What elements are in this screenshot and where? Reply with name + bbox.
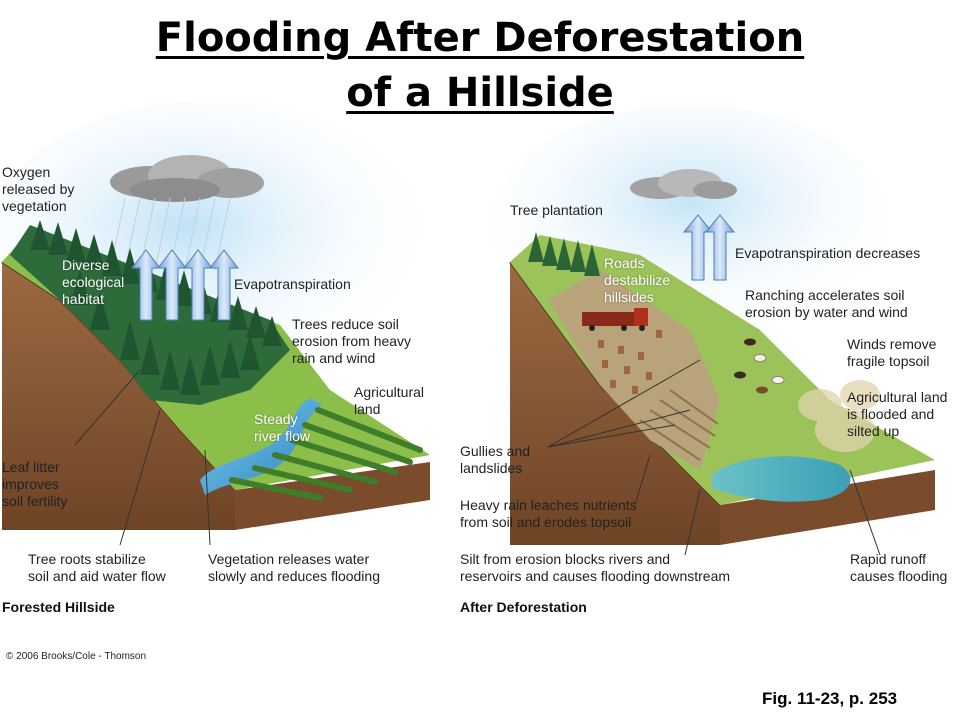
label-heavy-rain: Heavy rain leaches nutrients from soil a… bbox=[460, 497, 637, 530]
soil-cross-section bbox=[2, 262, 235, 530]
label-agricultural-land: Agricultural land bbox=[354, 384, 425, 417]
label-agricultural-land-flooded: Agricultural land is flooded and silted … bbox=[847, 389, 948, 439]
caption-after-deforestation: After Deforestation bbox=[460, 599, 587, 615]
soil-front-face bbox=[235, 462, 430, 530]
label-roads-destabilize: Roads destabilize hillsides bbox=[604, 255, 671, 305]
flood-water bbox=[712, 456, 851, 502]
copyright-notice: © 2006 Brooks/Cole - Thomson bbox=[6, 651, 147, 662]
title-line-2: of a Hillside bbox=[346, 70, 614, 116]
label-evapotranspiration-decreases: Evapotranspiration decreases bbox=[735, 245, 921, 261]
label-evapotranspiration: Evapotranspiration bbox=[234, 276, 351, 292]
tree-stumps bbox=[598, 330, 662, 394]
rain-cloud-icon bbox=[110, 155, 264, 202]
cattle-icons bbox=[734, 338, 785, 394]
logging-truck-icon bbox=[582, 308, 648, 331]
dust-cloud bbox=[798, 380, 880, 452]
small-cloud-icon bbox=[630, 169, 737, 199]
evapotranspiration-arrows-icon bbox=[130, 249, 240, 321]
caption-forested-hillside: Forested Hillside bbox=[2, 599, 115, 615]
after-deforestation-scene bbox=[490, 105, 935, 556]
agricultural-crop-rows bbox=[229, 407, 423, 501]
gully-lines bbox=[639, 389, 719, 461]
soil-front-face bbox=[720, 470, 935, 545]
evapotranspiration-arrows-icon bbox=[682, 214, 736, 281]
label-gullies-landslides: Gullies and landslides bbox=[460, 443, 531, 476]
label-vegetation-releases: Vegetation releases water slowly and red… bbox=[208, 551, 380, 584]
label-tree-plantation: Tree plantation bbox=[510, 202, 603, 218]
forested-hillside-scene bbox=[0, 100, 430, 546]
tree-plantation-trees bbox=[528, 232, 600, 276]
label-diverse-habitat: Diverse ecological habitat bbox=[62, 257, 125, 307]
leader-lines-right bbox=[547, 359, 881, 556]
label-steady-river-flow: Steady river flow bbox=[254, 411, 311, 444]
label-ranching: Ranching accelerates soil erosion by wat… bbox=[745, 287, 908, 320]
label-silt-erosion: Silt from erosion blocks rivers and rese… bbox=[460, 551, 731, 584]
label-tree-roots: Tree roots stabilize soil and aid water … bbox=[28, 551, 166, 584]
label-leaf-litter: Leaf litter improves soil fertility bbox=[2, 459, 68, 509]
soil-cross-section bbox=[510, 262, 720, 545]
label-trees-reduce-erosion: Trees reduce soil erosion from heavy rai… bbox=[292, 316, 412, 366]
label-winds-remove-topsoil: Winds remove fragile topsoil bbox=[847, 336, 937, 369]
leader-lines-left bbox=[74, 369, 211, 546]
river bbox=[200, 398, 322, 495]
label-rapid-runoff: Rapid runoff causes flooding bbox=[850, 551, 948, 584]
title-line-1: Flooding After Deforestation bbox=[155, 15, 805, 61]
figure-reference: Fig. 11-23, p. 253 bbox=[762, 689, 898, 708]
label-oxygen: Oxygen released by vegetation bbox=[2, 164, 75, 214]
